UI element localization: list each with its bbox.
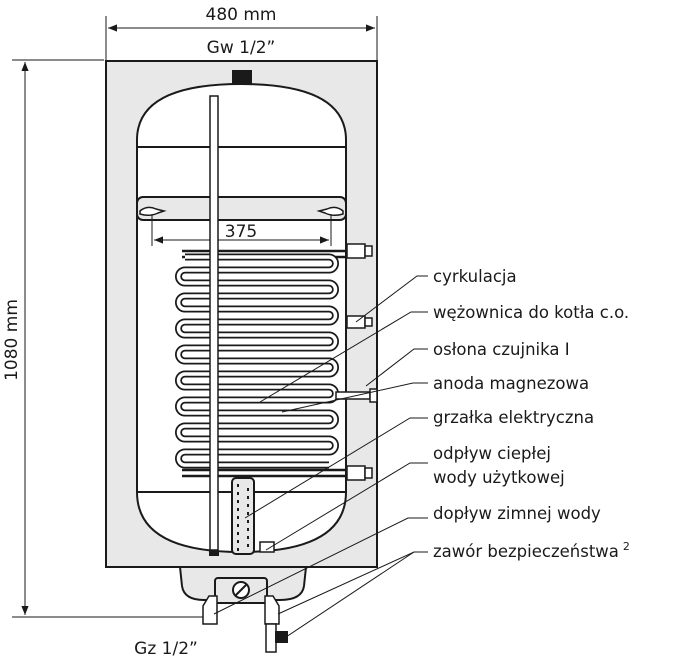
height-dimension: 1080 mm [2,59,206,618]
top-outlet-fitting [232,70,252,84]
hot-water-outlet-stub [259,541,275,553]
magnesium-anode [209,95,219,556]
label-circulation: cyrkulacja [433,267,517,286]
label-safety-valve-row: zawór bezpieczeństwa 2 [433,540,630,561]
component-labels: cyrkulacja wężownica do kotła c.o. osłon… [433,267,630,561]
height-label: 1080 mm [2,299,22,381]
side-connections [335,243,378,481]
width-dimension: 480 mm Gw 1/2” [105,5,378,60]
electric-heater [231,477,255,555]
top-connection-label: Gw 1/2” [207,38,276,58]
label-hot-water-line1: odpływ ciepłej [433,444,551,463]
label-coil: wężownica do kotła c.o. [433,303,629,322]
upper-flange [136,196,347,246]
label-cold-water: dopływ zimnej wody [433,504,601,523]
label-sensor-sleeve: osłona czujnika I [433,340,570,359]
label-anode: anoda magnezowa [433,374,589,393]
coil-width-label: 375 [225,222,257,242]
bottom-connection-label: Gz 1/2” [134,639,198,659]
coil-width-dimension: 375 [154,222,329,244]
label-hot-water-line2: wody użytkowej [433,468,565,487]
leader-lines [213,275,428,638]
label-heater: grzałka elektryczna [433,408,594,427]
width-label: 480 mm [206,5,277,25]
bottom-bracket [178,566,308,653]
label-safety-valve: zawór bezpieczeństwa [433,542,619,561]
label-safety-valve-note: 2 [623,540,630,553]
